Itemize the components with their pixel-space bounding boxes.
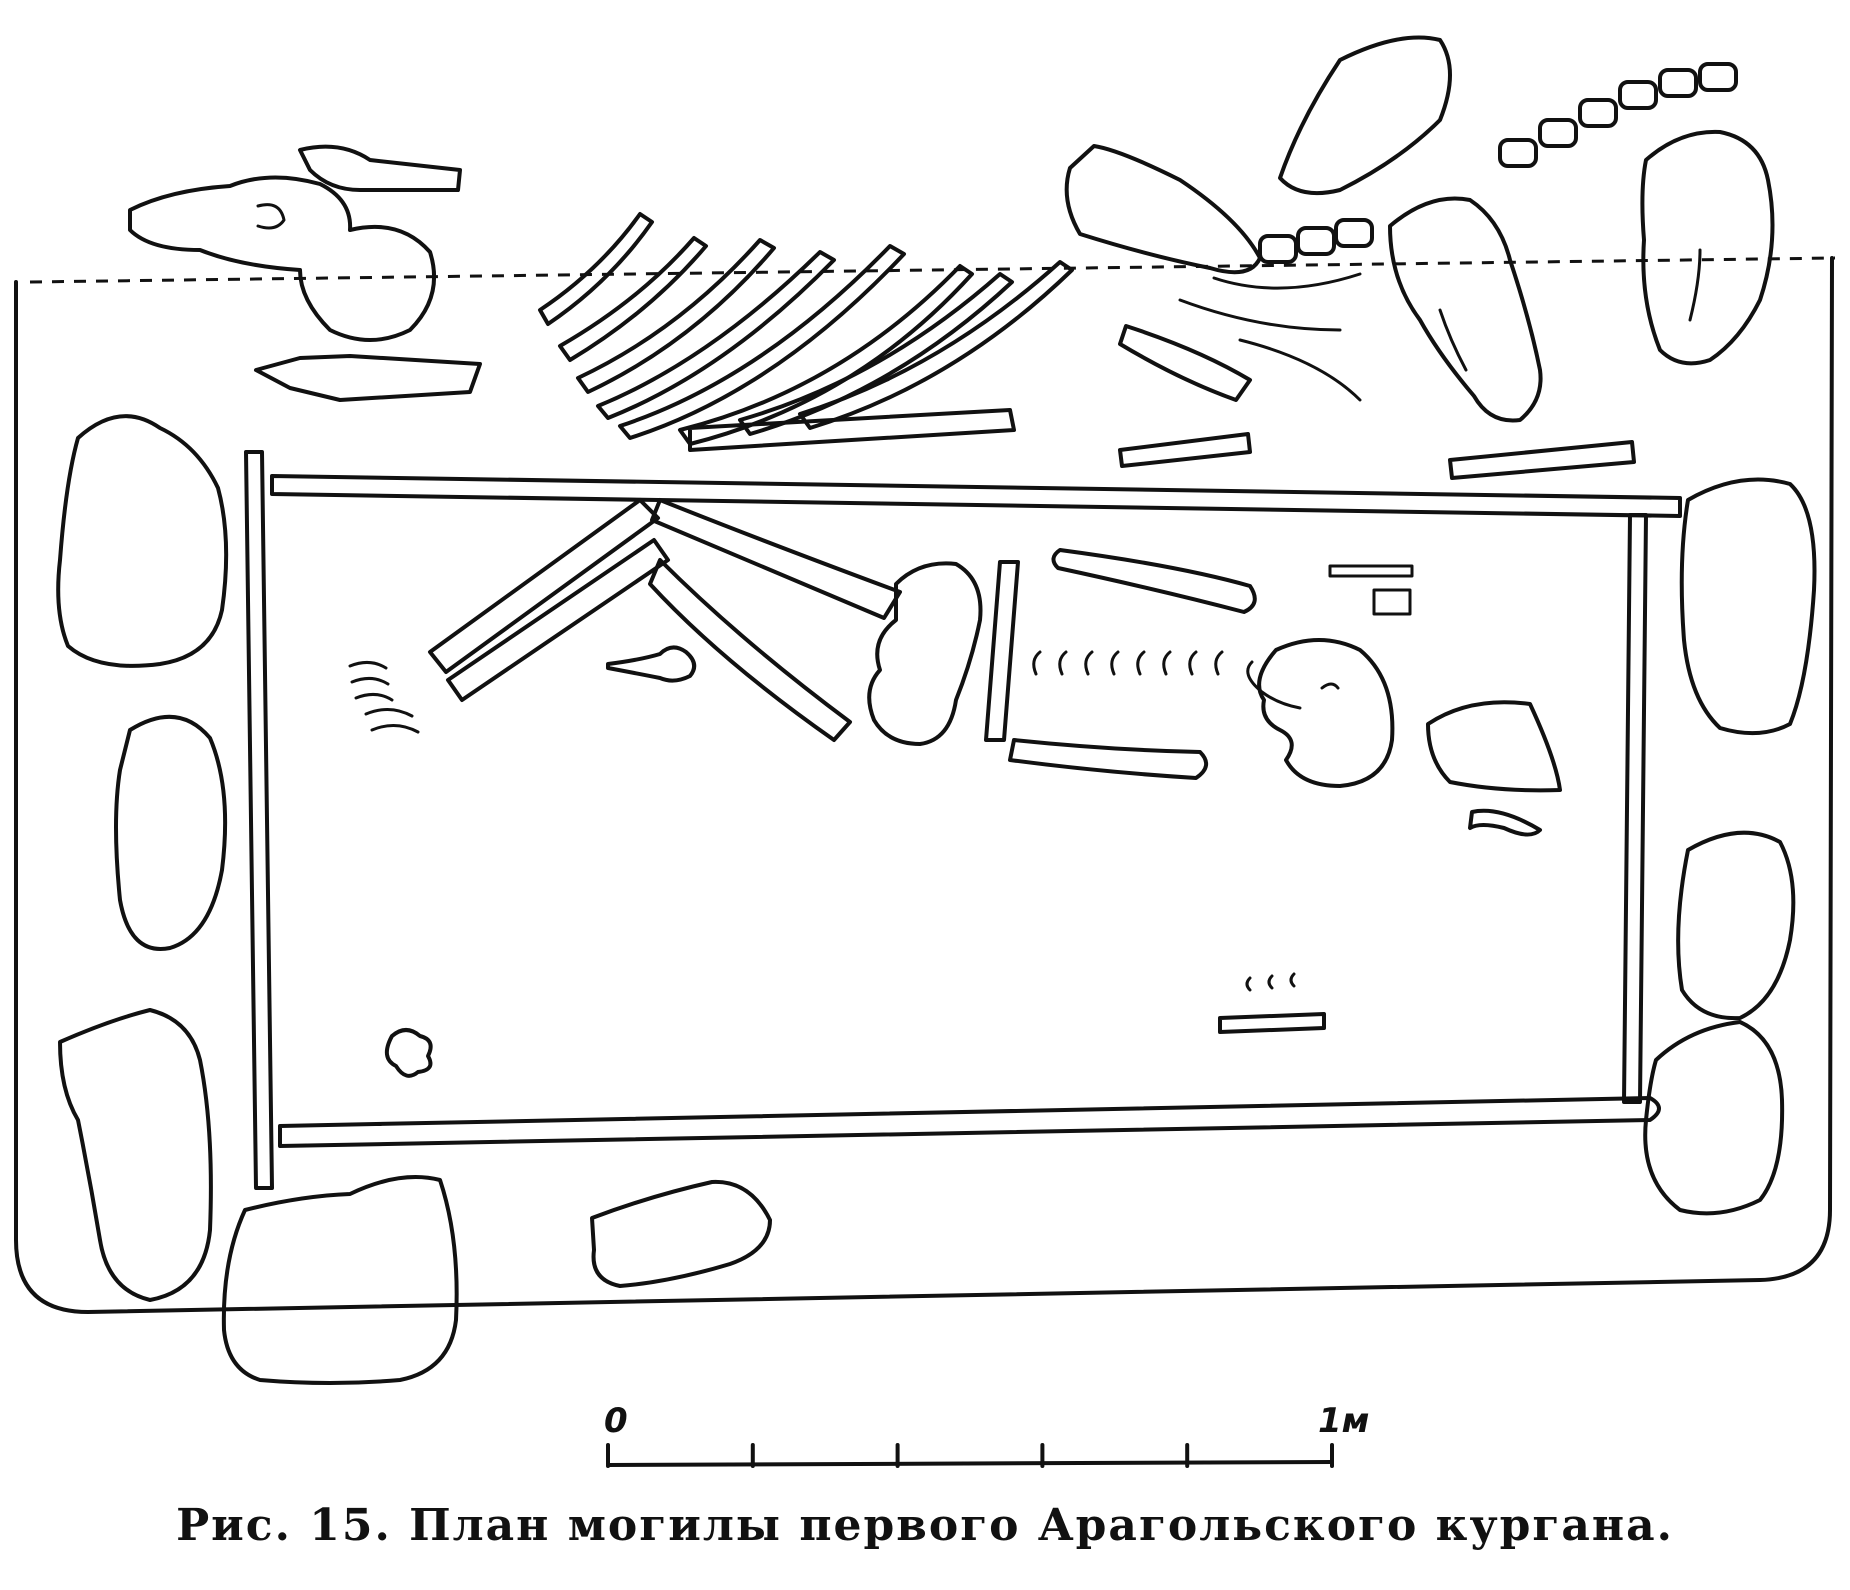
horse-scapula-1	[1064, 144, 1262, 275]
horse-teeth-rows	[1438, 248, 1702, 372]
rod-artifact	[1218, 1012, 1326, 1034]
frame-beam-right	[1622, 513, 1648, 1104]
curved-artifact	[1468, 808, 1542, 837]
spine	[1032, 650, 1224, 676]
arm-bone-lower	[1008, 738, 1208, 780]
jaw	[1246, 660, 1302, 710]
skull	[1257, 638, 1395, 788]
horse-bone-segment-2	[1448, 440, 1636, 480]
horse-skeletons	[128, 35, 1775, 480]
eye-socket	[1320, 682, 1340, 690]
humerus	[984, 560, 1020, 742]
horse-vertebrae	[1258, 62, 1738, 264]
horse-skull-2	[1640, 129, 1775, 366]
horse-skull-1	[1388, 196, 1543, 423]
tibia-2	[446, 538, 670, 702]
arm-bone-upper	[1051, 548, 1257, 614]
horse-jaw-bone	[1118, 324, 1252, 402]
artifact-box	[1372, 588, 1412, 616]
horse-bone-segment-1	[1118, 432, 1252, 468]
stones	[56, 414, 1817, 1385]
stone-right-3	[1643, 1020, 1785, 1216]
femur-upper	[650, 498, 902, 620]
pelvis	[867, 561, 983, 746]
small-object	[384, 1028, 433, 1078]
horse-ribs	[538, 212, 1074, 446]
dagger-artifact	[606, 645, 697, 683]
scale-bar-ticks	[606, 1443, 1334, 1468]
frame-beam-top	[270, 474, 1682, 518]
frame-beam-bottom	[278, 1096, 1661, 1148]
scale-end-label: 1м	[1318, 1401, 1369, 1441]
stone-bottom-middle	[590, 1179, 772, 1288]
horse-pelvis	[128, 175, 437, 342]
stone-inside-right	[1426, 700, 1562, 793]
stone-bottom-left	[221, 1175, 459, 1385]
grave-plan-drawing: 0 1м	[14, 35, 1836, 1468]
horse-small-ribs	[1178, 272, 1362, 402]
stone-right-1	[1679, 477, 1817, 736]
pit-edge-dashed-line	[29, 256, 1836, 284]
artifact-plate	[1328, 564, 1414, 578]
stone-left-3	[58, 1008, 213, 1302]
scale-bar: 0 1м	[604, 1401, 1369, 1468]
horse-leg-bone-1	[298, 144, 462, 192]
pelvis-socket	[256, 203, 286, 230]
small-beads	[1245, 972, 1296, 992]
horse-scapula-2	[1278, 35, 1452, 196]
tibia-1	[428, 498, 660, 674]
pit-outline	[14, 256, 1834, 1314]
horse-long-bone	[688, 408, 1016, 452]
frame-beam-left	[244, 450, 274, 1190]
human-skeleton	[348, 498, 1395, 788]
femur-lower	[648, 558, 852, 742]
scale-bar-line	[606, 1460, 1334, 1467]
stone-left-2	[114, 714, 228, 951]
figure-caption: Рис. 15. План могилы первого Арагольског…	[176, 1500, 1674, 1551]
scale-start-label: 0	[604, 1401, 628, 1441]
foot-bones	[348, 661, 420, 734]
horse-leg-bone-2	[254, 354, 482, 402]
stone-left-1	[56, 414, 229, 668]
stone-right-2	[1676, 830, 1796, 1021]
